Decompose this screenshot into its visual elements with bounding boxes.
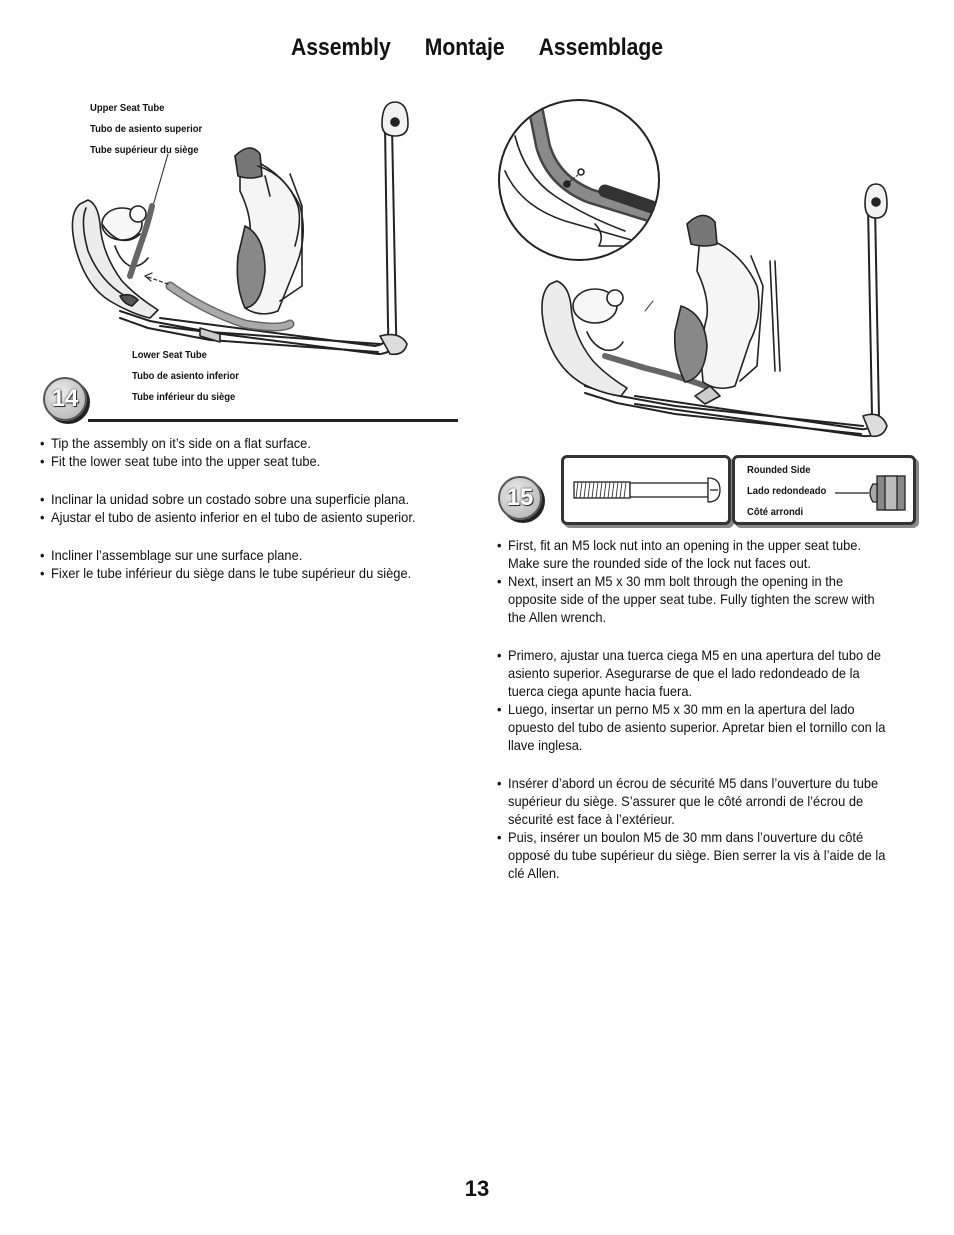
rounded-side-label-en: Rounded Side xyxy=(747,464,811,476)
step14-illustration xyxy=(71,101,409,356)
upper-seat-tube-labels: Upper Seat Tube Tubo de asiento superior… xyxy=(90,98,202,161)
step-15-instructions: First, fit an M5 lock nut into an openin… xyxy=(497,536,893,902)
upper-seat-tube-label-en: Upper Seat Tube xyxy=(90,102,165,114)
instructions-fr: Insérer d’abord un écrou de sécurité M5 … xyxy=(497,774,893,882)
page-title: Assembly Montaje Assemblage xyxy=(57,34,897,62)
bolt-icon xyxy=(573,477,721,503)
list-item: Primero, ajustar una tuerca ciega M5 en … xyxy=(497,646,893,700)
lock-nut-icon xyxy=(835,475,906,511)
step15-illustration xyxy=(498,99,888,438)
list-item: Tip the assembly on it’s side on a flat … xyxy=(40,434,445,452)
list-item: Luego, insertar un perno M5 x 30 mm en l… xyxy=(497,700,893,754)
upper-seat-tube-label-es: Tubo de asiento superior xyxy=(90,123,203,135)
bolt-hardware-box xyxy=(561,455,731,525)
list-item: Ajustar el tubo de asiento inferior en e… xyxy=(40,508,445,526)
list-item: First, fit an M5 lock nut into an openin… xyxy=(497,536,893,572)
lower-seat-tube-label-en: Lower Seat Tube xyxy=(132,349,207,361)
list-item: Fixer le tube inférieur du siège dans le… xyxy=(40,564,445,582)
step-14-divider xyxy=(88,419,458,422)
title-spanish: Montaje xyxy=(424,34,505,61)
step-14-instructions: Tip the assembly on it’s side on a flat … xyxy=(40,434,445,602)
lower-seat-tube-label-fr: Tube inférieur du siège xyxy=(132,391,236,403)
step-15-badge: 15 xyxy=(498,476,542,520)
lock-nut-hardware-box: Rounded Side Lado redondeado Côté arrond… xyxy=(732,455,916,525)
title-english: Assembly xyxy=(290,34,391,61)
rounded-side-label-fr: Côté arrondi xyxy=(747,506,804,518)
list-item: Insérer d’abord un écrou de sécurité M5 … xyxy=(497,774,893,828)
instructions-es: Primero, ajustar una tuerca ciega M5 en … xyxy=(497,646,893,754)
instructions-en: First, fit an M5 lock nut into an openin… xyxy=(497,536,893,626)
rounded-side-labels: Rounded Side Lado redondeado Côté arrond… xyxy=(747,460,826,523)
instructions-fr: Incliner l’assemblage sur une surface pl… xyxy=(40,546,445,582)
instructions-en: Tip the assembly on it’s side on a flat … xyxy=(40,434,445,470)
upper-seat-tube-label-fr: Tube supérieur du siège xyxy=(90,144,199,156)
rounded-side-label-es: Lado redondeado xyxy=(747,485,827,497)
step-14-badge: 14 xyxy=(43,377,87,421)
list-item: Fit the lower seat tube into the upper s… xyxy=(40,452,445,470)
instructions-es: Inclinar la unidad sobre un costado sobr… xyxy=(40,490,445,526)
list-item: Next, insert an M5 x 30 mm bolt through … xyxy=(497,572,893,626)
list-item: Inclinar la unidad sobre un costado sobr… xyxy=(40,490,445,508)
title-french: Assemblage xyxy=(538,34,664,61)
lower-seat-tube-labels: Lower Seat Tube Tubo de asiento inferior… xyxy=(132,345,239,408)
lower-seat-tube-label-es: Tubo de asiento inferior xyxy=(132,370,239,382)
list-item: Puis, insérer un boulon M5 de 30 mm dans… xyxy=(497,828,893,882)
list-item: Incliner l’assemblage sur une surface pl… xyxy=(40,546,445,564)
page-number: 13 xyxy=(464,1176,490,1201)
